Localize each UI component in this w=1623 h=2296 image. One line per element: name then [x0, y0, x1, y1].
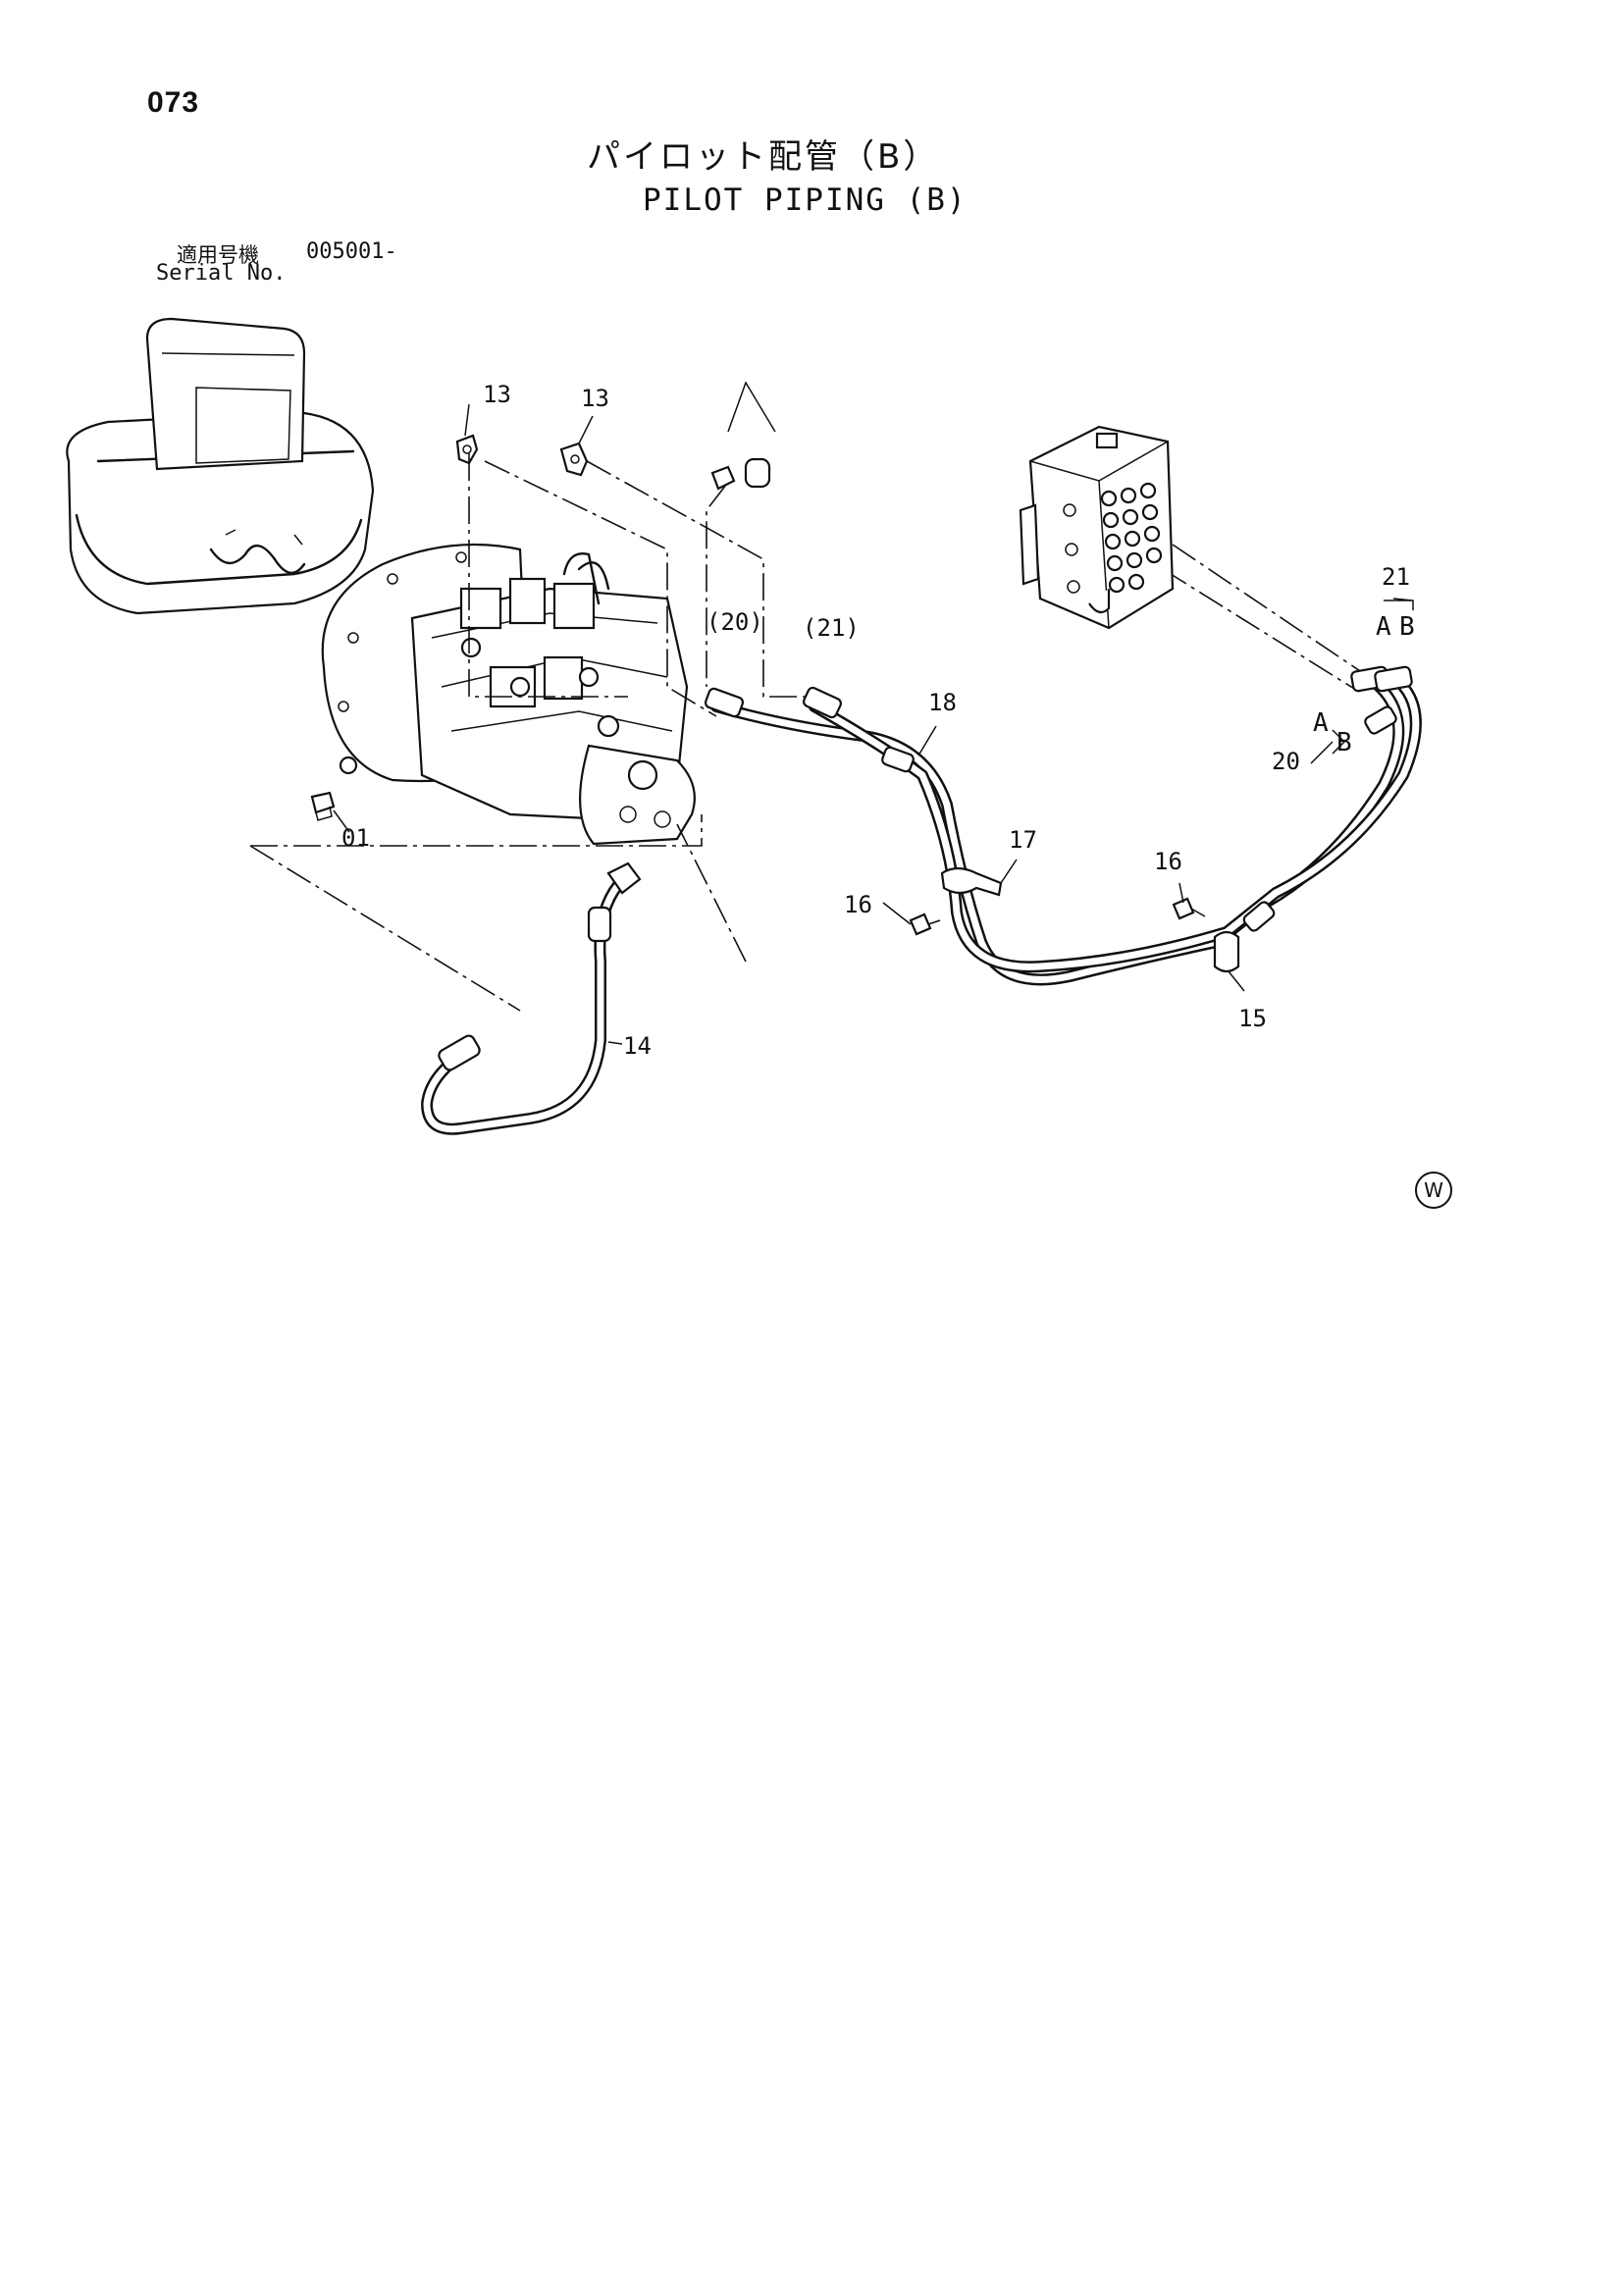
callout-21-paren: (21): [803, 614, 860, 642]
control-valve-icon: [1019, 425, 1175, 630]
port-b-upper: B: [1399, 612, 1415, 642]
callout-14: 14: [623, 1032, 652, 1060]
port-a-lower: A: [1313, 708, 1329, 738]
bolt-16a: [909, 913, 941, 936]
pilot-hoses-20-21: [704, 665, 1422, 986]
callout-16a: 16: [844, 891, 872, 918]
callout-01: 01: [341, 824, 370, 852]
clamp-15: [1213, 930, 1240, 973]
serial-value: 005001-: [306, 239, 397, 264]
page-title-en: PILOT PIPING (B): [643, 183, 968, 218]
callout-16b: 16: [1154, 848, 1182, 875]
callout-20-paren: (20): [707, 608, 763, 636]
page-title-jp: パイロット配管（B）: [587, 137, 940, 177]
serial-label-en: Serial No.: [156, 261, 287, 286]
callout-20: 20: [1272, 748, 1300, 775]
hose-14: [421, 861, 642, 1135]
clamp-17: [940, 866, 1003, 897]
callout-17: 17: [1009, 826, 1037, 854]
serial-label-jp: 適用号機: [177, 243, 259, 267]
callout-15: 15: [1238, 1005, 1267, 1032]
callout-18: 18: [928, 689, 957, 716]
excavator-upper-structure-icon: [66, 317, 375, 615]
hydraulic-pump-icon: [310, 543, 696, 846]
bolt-16b: [1172, 897, 1206, 920]
callout-13b: 13: [581, 385, 609, 412]
elbow-fitting-13a: [455, 434, 479, 465]
watermark-w-symbol: W: [1415, 1172, 1452, 1209]
port-a-upper: A: [1376, 612, 1391, 642]
port-b-lower: B: [1336, 728, 1352, 757]
elbow-fitting-13b: [559, 442, 589, 477]
callout-21: 21: [1382, 563, 1410, 591]
page-number: 073: [147, 86, 200, 119]
callout-13a: 13: [483, 381, 511, 408]
adapter-fittings: [710, 381, 776, 491]
